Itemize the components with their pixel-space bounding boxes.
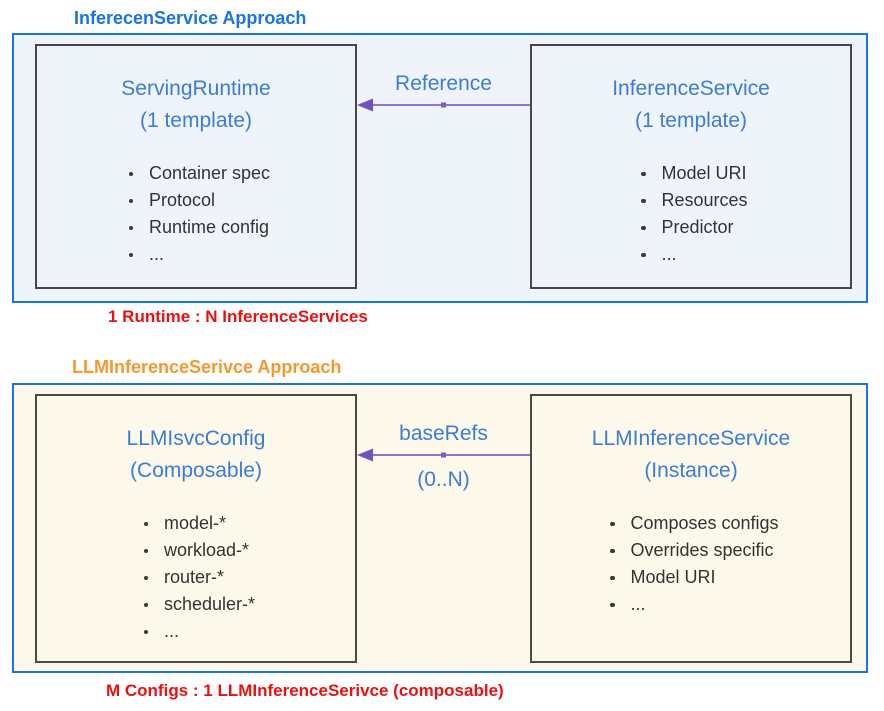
left-arrow-icon [357, 448, 530, 462]
section2-container-box: LLMIsvcConfig (Composable) model-*worklo… [12, 383, 868, 673]
bullet-item: Overrides specific [603, 537, 778, 564]
baserefs-arrow-label: baseRefs [399, 422, 488, 445]
left-arrow-icon [357, 98, 530, 112]
llm-inference-service-card: LLMInferenceService (Instance) Composes … [530, 394, 852, 663]
llm-isvc-config-heading: LLMIsvcConfig [126, 427, 266, 450]
inference-service-heading: InferenceService [612, 77, 770, 100]
bullet-item: ... [122, 241, 270, 268]
bullet-item: ... [603, 591, 778, 618]
llm-isvc-config-card: LLMIsvcConfig (Composable) model-*worklo… [35, 394, 357, 663]
llm-isvc-config-bullet-list: model-*workload-*router-*scheduler-*... [137, 510, 255, 645]
baserefs-arrow-group: baseRefs (0..N) [357, 385, 530, 505]
section2-title: LLMInferenceSerivce Approach [72, 357, 342, 377]
bullet-item: Resources [634, 187, 748, 214]
bullet-item: Composes configs [603, 510, 779, 537]
section2-caption: M Configs : 1 LLMInferenceSerivce (compo… [106, 681, 504, 700]
bullet-item: workload-* [137, 537, 255, 564]
section1-title: InferecenService Approach [74, 8, 307, 28]
bullet-item: Runtime config [122, 214, 270, 241]
llm-isvc-config-subheading: (Composable) [130, 459, 262, 482]
bullet-item: model-* [137, 510, 255, 537]
bullet-item: Protocol [122, 187, 270, 214]
serving-runtime-heading: ServingRuntime [121, 77, 271, 100]
bullet-item: scheduler-* [137, 591, 255, 618]
bullet-item: Container spec [122, 160, 270, 187]
reference-arrow-label: Reference [395, 72, 492, 95]
bullet-item: router-* [137, 564, 255, 591]
serving-runtime-card: ServingRuntime (1 template) Container sp… [35, 44, 357, 289]
section1-caption: 1 Runtime : N InferenceServices [108, 307, 368, 326]
bullet-item: ... [634, 241, 747, 268]
reference-arrow-group: Reference [357, 35, 530, 155]
baserefs-arrow-cardinality: (0..N) [417, 468, 470, 491]
bullet-item: Model URI [634, 160, 747, 187]
llm-inference-service-subheading: (Instance) [644, 459, 738, 482]
bullet-item: Predictor [634, 214, 747, 241]
inference-service-subheading: (1 template) [634, 109, 748, 132]
serving-runtime-subheading: (1 template) [139, 109, 253, 132]
llm-inference-service-heading: LLMInferenceService [591, 427, 791, 450]
bullet-item: ... [137, 618, 255, 645]
section1-container-box: ServingRuntime (1 template) Container sp… [12, 33, 868, 303]
bullet-item: Model URI [603, 564, 778, 591]
